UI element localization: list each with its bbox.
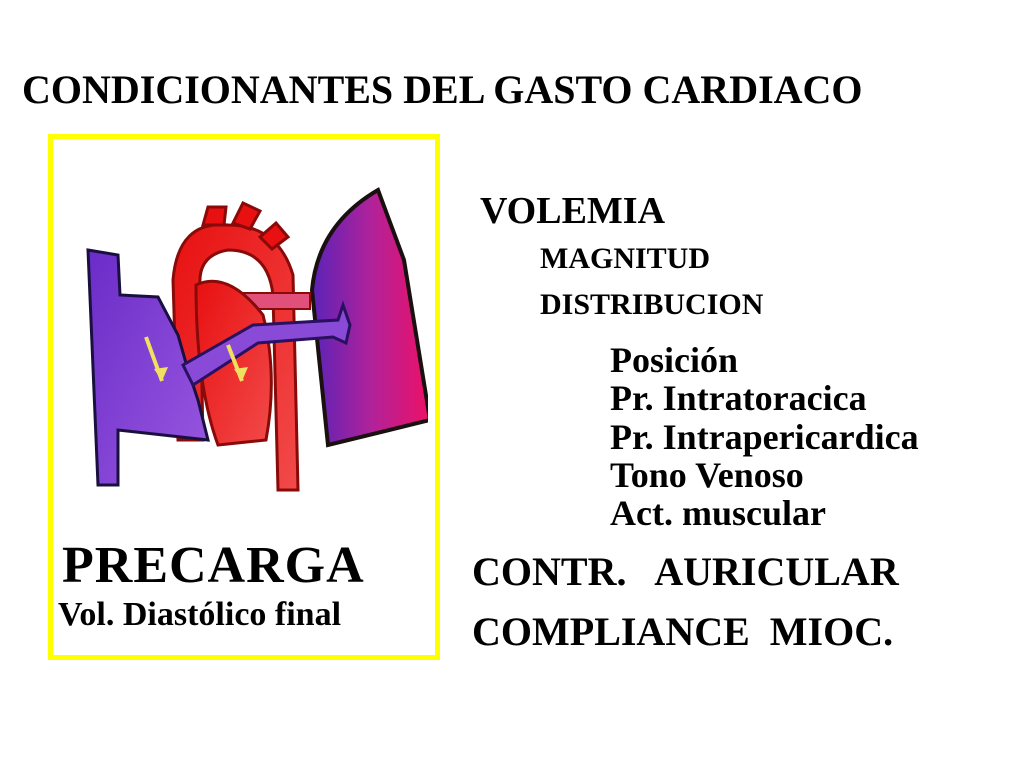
volemia-label: VOLEMIA (480, 190, 666, 232)
slide-title: CONDICIONANTES DEL GASTO CARDIACO (22, 67, 863, 112)
lung-shape (309, 187, 428, 448)
precarga-heading: PRECARGA (62, 537, 365, 594)
contr-auricular-label: CONTR. AURICULAR (472, 549, 899, 594)
factor-item: Posición (610, 340, 739, 380)
volemia-item: DISTRIBUCION (540, 288, 764, 321)
factor-item: Pr. Intratoracica (610, 378, 867, 418)
illustration-frame (48, 134, 440, 660)
heart-illustration (86, 187, 428, 492)
factor-item: Pr. Intrapericardica (610, 417, 919, 457)
compliance-label: COMPLIANCE MIOC. (472, 609, 894, 654)
volemia-item: MAGNITUD (540, 242, 710, 275)
precarga-subheading: Vol. Diastólico final (58, 596, 342, 633)
factor-item: Act. muscular (610, 493, 826, 533)
factor-item: Tono Venoso (610, 455, 804, 495)
